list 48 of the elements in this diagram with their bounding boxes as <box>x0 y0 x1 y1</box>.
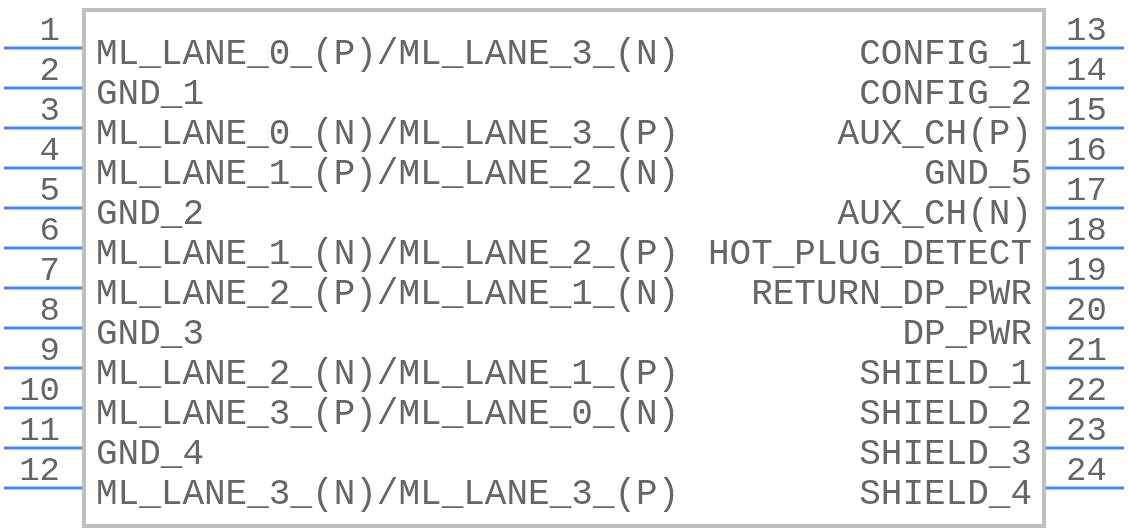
pin-number: 19 <box>1066 254 1107 288</box>
pin-number: 14 <box>1066 54 1107 88</box>
pin-number: 5 <box>39 174 60 208</box>
pin-number: 22 <box>1066 374 1107 408</box>
pin-name: ML_LANE_1_(P)/ML_LANE_2_(N) <box>96 157 680 193</box>
pin-number: 4 <box>39 134 60 168</box>
pin-name: CONFIG_2 <box>859 77 1032 113</box>
pin-number: 3 <box>39 94 60 128</box>
pin-name: AUX_CH(P) <box>837 117 1032 153</box>
pin-name: SHIELD_4 <box>859 477 1032 513</box>
pin-number: 16 <box>1066 134 1107 168</box>
pin-number: 17 <box>1066 174 1107 208</box>
pin-number: 13 <box>1066 14 1107 48</box>
pin-name: ML_LANE_0_(P)/ML_LANE_3_(N) <box>96 37 680 73</box>
pin-number: 12 <box>19 454 60 488</box>
pin-name: SHIELD_3 <box>859 437 1032 473</box>
pin-name: ML_LANE_1_(N)/ML_LANE_2_(P) <box>96 237 680 273</box>
pin-number: 8 <box>39 294 60 328</box>
pin-number: 2 <box>39 54 60 88</box>
pin-name: AUX_CH(N) <box>837 197 1032 233</box>
pin-number: 11 <box>19 414 60 448</box>
pin-name: ML_LANE_2_(P)/ML_LANE_1_(N) <box>96 277 680 313</box>
pin-name: GND_2 <box>96 197 205 233</box>
pin-number: 15 <box>1066 94 1107 128</box>
pin-number: 20 <box>1066 294 1107 328</box>
pin-name: ML_LANE_2_(N)/ML_LANE_1_(P) <box>96 357 680 393</box>
pin-name: ML_LANE_3_(P)/ML_LANE_0_(N) <box>96 397 680 433</box>
pin-name: SHIELD_1 <box>859 357 1032 393</box>
pin-number: 6 <box>39 214 60 248</box>
pin-number: 23 <box>1066 414 1107 448</box>
pin-number: 1 <box>39 14 60 48</box>
pin-number: 9 <box>39 334 60 368</box>
pin-name: GND_3 <box>96 317 205 353</box>
pin-number: 21 <box>1066 334 1107 368</box>
pin-number: 24 <box>1066 454 1107 488</box>
pin-number: 7 <box>39 254 60 288</box>
pin-number: 18 <box>1066 214 1107 248</box>
pin-name: GND_1 <box>96 77 205 113</box>
pin-name: HOT_PLUG_DETECT <box>707 237 1032 273</box>
pin-name: DP_PWR <box>902 317 1032 353</box>
pin-name: GND_5 <box>923 157 1032 193</box>
pin-name: ML_LANE_3_(N)/ML_LANE_3_(P) <box>96 477 680 513</box>
pin-name: SHIELD_2 <box>859 397 1032 433</box>
pin-name: GND_4 <box>96 437 205 473</box>
pin-name: CONFIG_1 <box>859 37 1032 73</box>
pin-name: ML_LANE_0_(N)/ML_LANE_3_(P) <box>96 117 680 153</box>
pin-number: 10 <box>19 374 60 408</box>
pin-name: RETURN_DP_PWR <box>751 277 1032 313</box>
